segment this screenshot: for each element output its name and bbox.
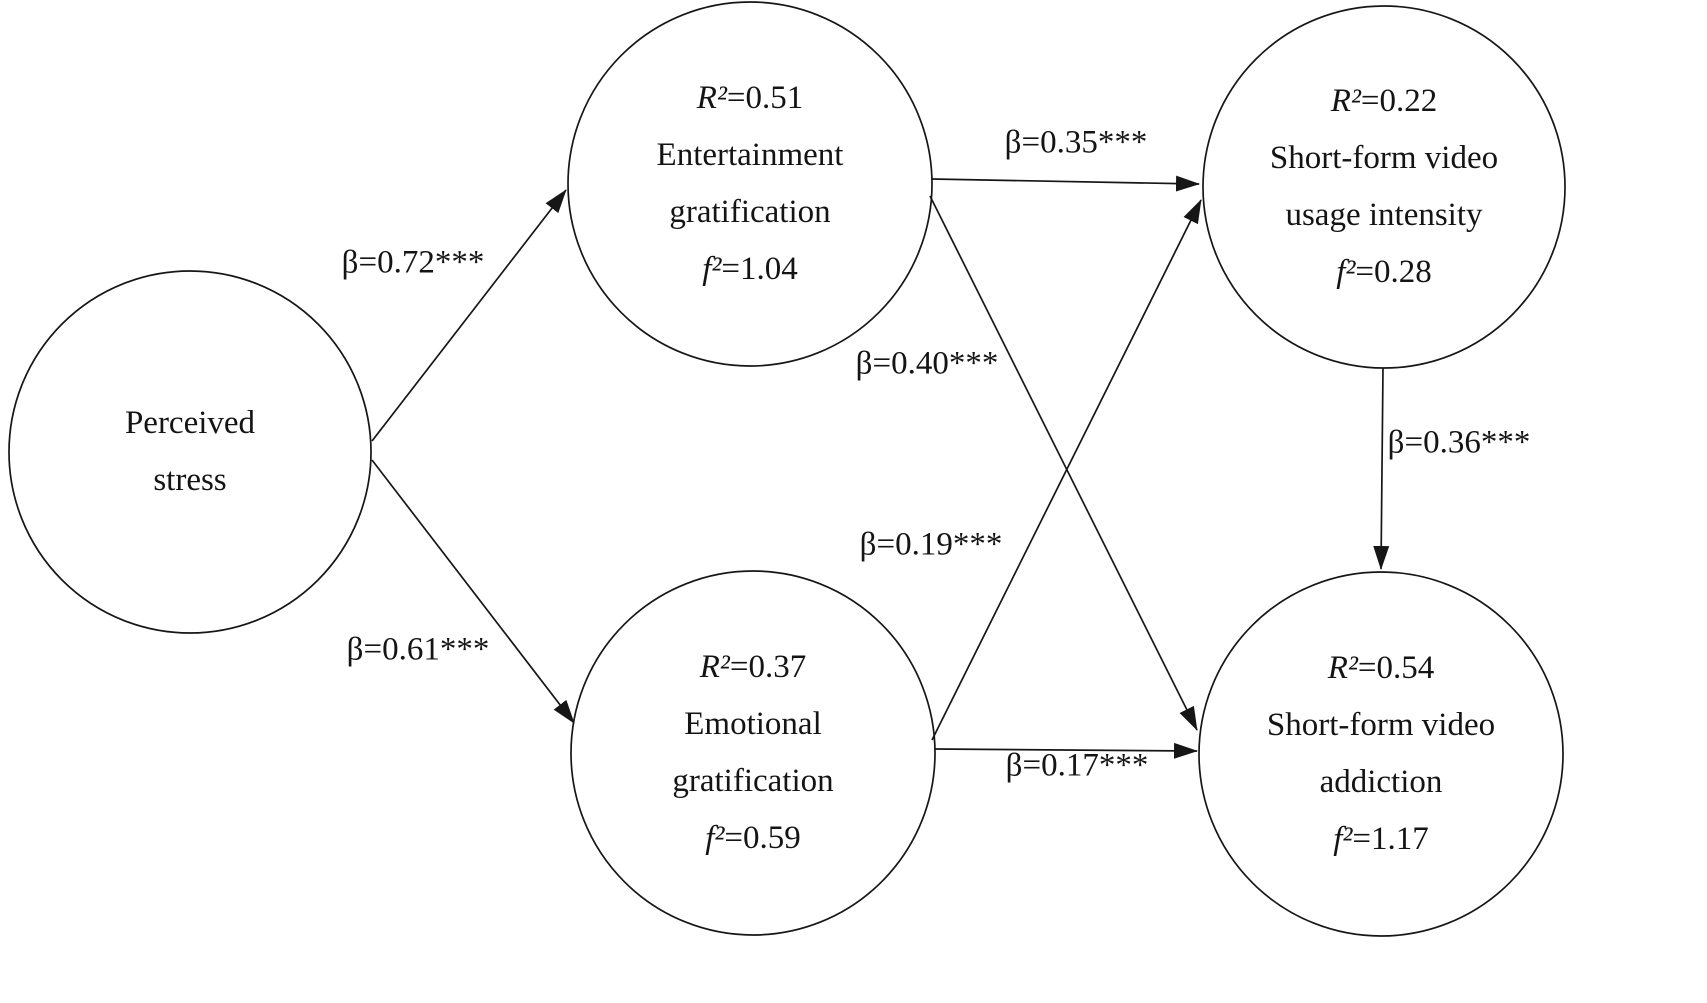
node-name-line: addiction	[1319, 764, 1443, 800]
node-circle-usage-intensity	[1202, 5, 1566, 369]
f-squared-value: f²=0.28	[1336, 254, 1432, 290]
arrow-entertainment-to-usage	[931, 175, 1200, 192]
node-name-line: gratification	[672, 763, 834, 799]
arrow-usage-to-addiction	[1373, 367, 1390, 570]
node-label-entertainment-gratification: R²=0.51 Entertainment gratification f²=1…	[657, 70, 844, 298]
f-squared-value: f²=0.59	[705, 820, 801, 856]
arrow-stress-to-entertainment	[371, 189, 567, 442]
path-coefficient-emotional-usage: β=0.19***	[859, 526, 1003, 563]
node-name-line: Perceived	[124, 405, 256, 441]
path-coefficient-entertainment-usage: β=0.35***	[1004, 124, 1148, 161]
node-label-usage-intensity: R²=0.22 Short-form video usage intensity…	[1270, 73, 1498, 301]
path-coefficient-entertainment-addiction: β=0.40***	[855, 345, 999, 382]
node-circle-entertainment-gratification	[567, 1, 933, 367]
r-squared-value: R²=0.54	[1327, 650, 1435, 686]
f-squared-value: f²=1.17	[1333, 821, 1429, 857]
node-circle-perceived-stress	[8, 270, 372, 634]
path-coefficient-usage-addiction: β=0.36***	[1387, 424, 1531, 461]
node-label-perceived-stress: Perceived stress	[125, 395, 255, 509]
r-squared-value: R²=0.51	[696, 80, 804, 116]
node-name-line: Entertainment	[656, 137, 844, 173]
arrow-emotional-to-usage	[931, 199, 1202, 741]
node-name-line: Short-form video	[1269, 140, 1499, 176]
node-name-line: gratification	[669, 194, 831, 230]
f-squared-value: f²=1.04	[702, 251, 798, 287]
node-label-addiction: R²=0.54 Short-form video addiction f²=1.…	[1267, 640, 1495, 868]
r-squared-value: R²=0.22	[1330, 83, 1438, 119]
node-name-line: stress	[153, 462, 227, 498]
arrow-emotional-to-addiction	[934, 742, 1198, 759]
arrow-entertainment-to-addiction	[929, 195, 1198, 731]
path-coefficient-stress-emotional: β=0.61***	[346, 631, 490, 668]
node-circle-emotional-gratification	[570, 570, 936, 936]
r-squared-value: R²=0.37	[699, 649, 807, 685]
node-name-line: usage intensity	[1285, 197, 1483, 233]
arrow-stress-to-emotional	[371, 459, 575, 724]
path-coefficient-emotional-addiction: β=0.17***	[1005, 747, 1149, 784]
node-circle-addiction	[1198, 571, 1564, 937]
node-name-line: Emotional	[684, 706, 822, 742]
node-label-emotional-gratification: R²=0.37 Emotional gratification f²=0.59	[672, 639, 833, 867]
path-coefficient-stress-entertainment: β=0.72***	[341, 244, 485, 281]
node-name-line: Short-form video	[1266, 707, 1496, 743]
